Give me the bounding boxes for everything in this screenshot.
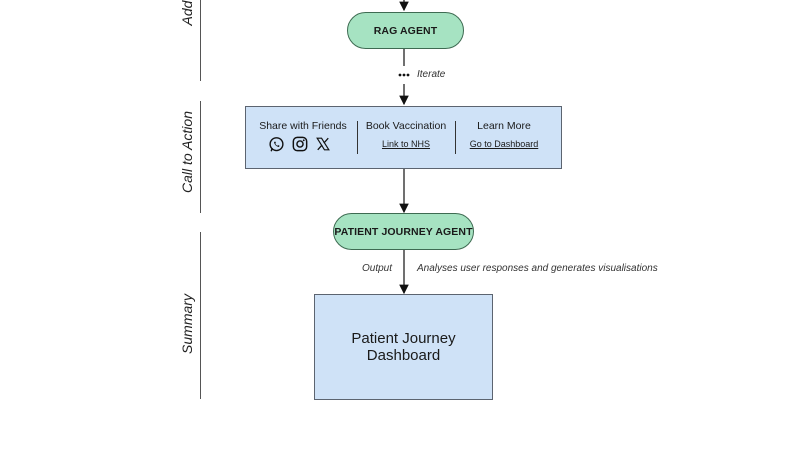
rag-agent-label: RAG AGENT [373,24,438,37]
x-icon[interactable] [316,137,330,151]
book-vaccination-section: Book Vaccination Link to NHS [358,120,454,150]
section-line-add [200,0,201,81]
dashboard-title-line1: Patient Journey [351,330,456,347]
rag-agent-node: RAG AGENT [347,12,464,49]
section-line-summary [200,232,201,399]
patient-journey-dashboard-node [314,294,493,400]
patient-journey-agent-label: PATIENT JOURNEY AGENT [334,225,473,238]
instagram-icon[interactable] [292,136,308,152]
output-label: Output [362,263,393,274]
share-with-friends-title: Share with Friends [259,120,347,132]
share-with-friends-section: Share with Friends [250,120,356,138]
cta-divider-1 [357,121,358,154]
dashboard-title: Patient Journey Dashboard [314,330,493,364]
patient-journey-agent-node: PATIENT JOURNEY AGENT [333,213,474,250]
cta-divider-2 [455,121,456,154]
dashboard-title-line2: Dashboard [366,347,441,364]
book-vaccination-title: Book Vaccination [365,120,447,132]
analyses-label: Analyses user responses and generates vi… [417,263,658,274]
whatsapp-icon[interactable] [268,136,285,153]
iterate-label: Iterate [417,69,446,80]
section-line-call-to-action [200,101,201,213]
learn-more-title: Learn More [477,120,531,132]
learn-more-section: Learn More Go to Dashboard [456,120,552,150]
go-to-dashboard-link[interactable]: Go to Dashboard [469,139,539,149]
link-to-nhs[interactable]: Link to NHS [381,139,431,149]
